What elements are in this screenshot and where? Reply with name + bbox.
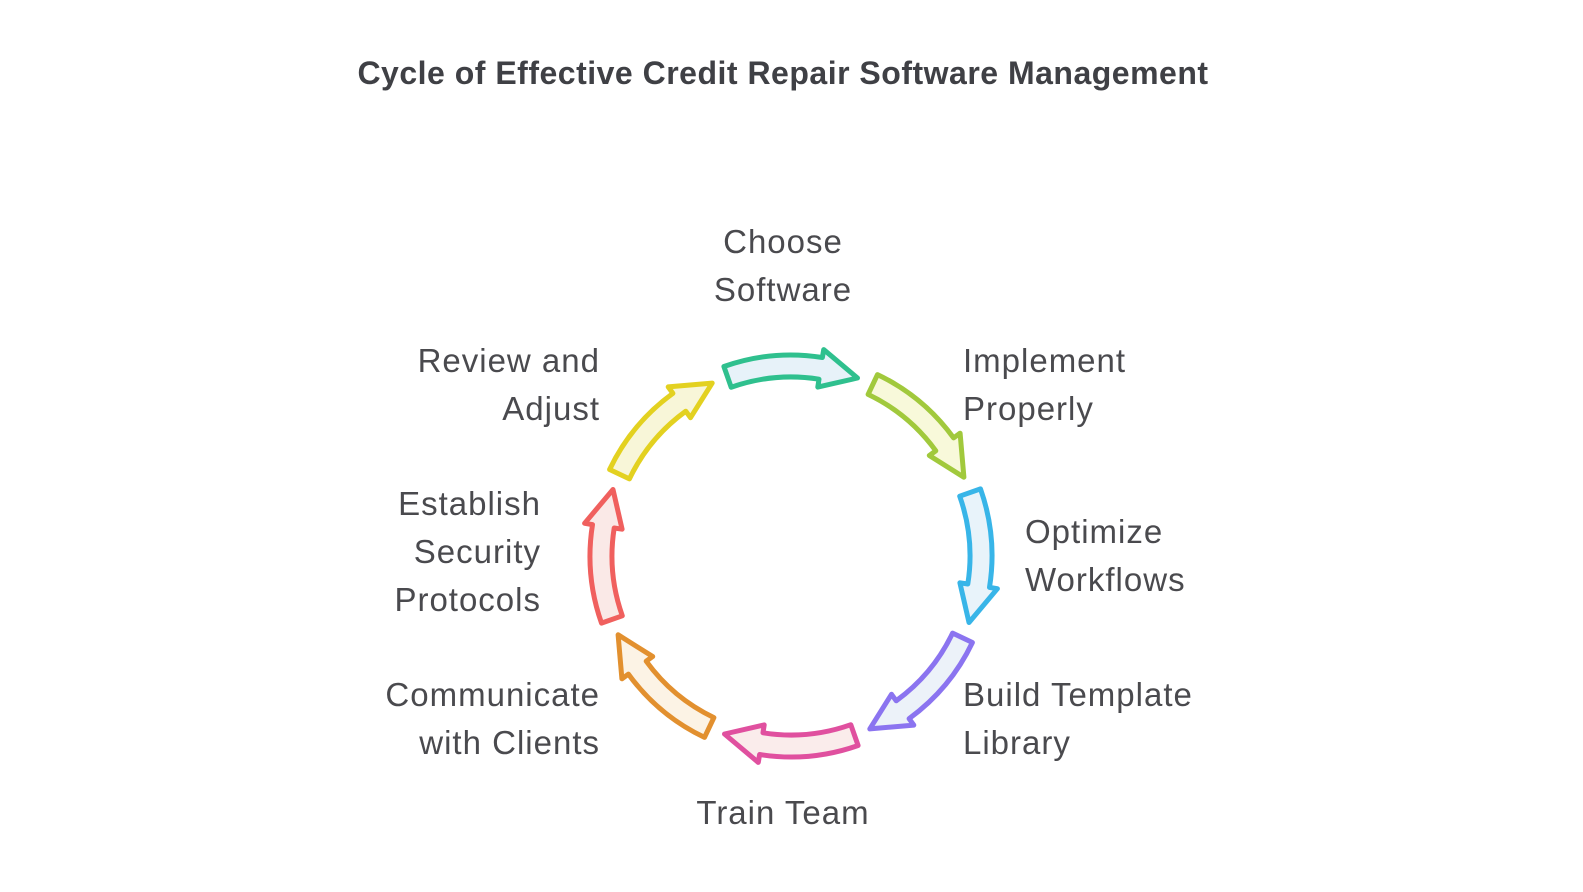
cycle-arrow-communicate-with-clients (615, 632, 717, 740)
diagram-title: Cycle of Effective Credit Repair Softwar… (357, 55, 1209, 91)
step-label-optimize-workflows: Optimize Workflows (1025, 513, 1186, 598)
cycle-arrow-establish-security-protocols (582, 487, 625, 626)
cycle-arrow-build-template-library (867, 630, 975, 732)
cycle-arrow-choose-software (721, 347, 860, 390)
step-label-review-and-adjust: Review and Adjust (417, 342, 600, 427)
step-label-implement-properly: Implement Properly (963, 342, 1127, 427)
step-label-train-team: Train Team (696, 794, 870, 831)
step-label-build-template-library: Build Template Library (963, 676, 1193, 761)
step-label-communicate-with-clients: Communicate with Clients (385, 676, 600, 761)
cycle-arrow-optimize-workflows (957, 486, 1000, 625)
cycle-arrow-train-team (722, 722, 861, 765)
step-label-establish-security-protocols: Establish Security Protocols (394, 485, 541, 618)
step-label-choose-software: Choose Software (713, 223, 853, 308)
cycle-arrow-review-and-adjust (607, 380, 715, 482)
cycle-arrow-implement-properly (865, 372, 967, 480)
